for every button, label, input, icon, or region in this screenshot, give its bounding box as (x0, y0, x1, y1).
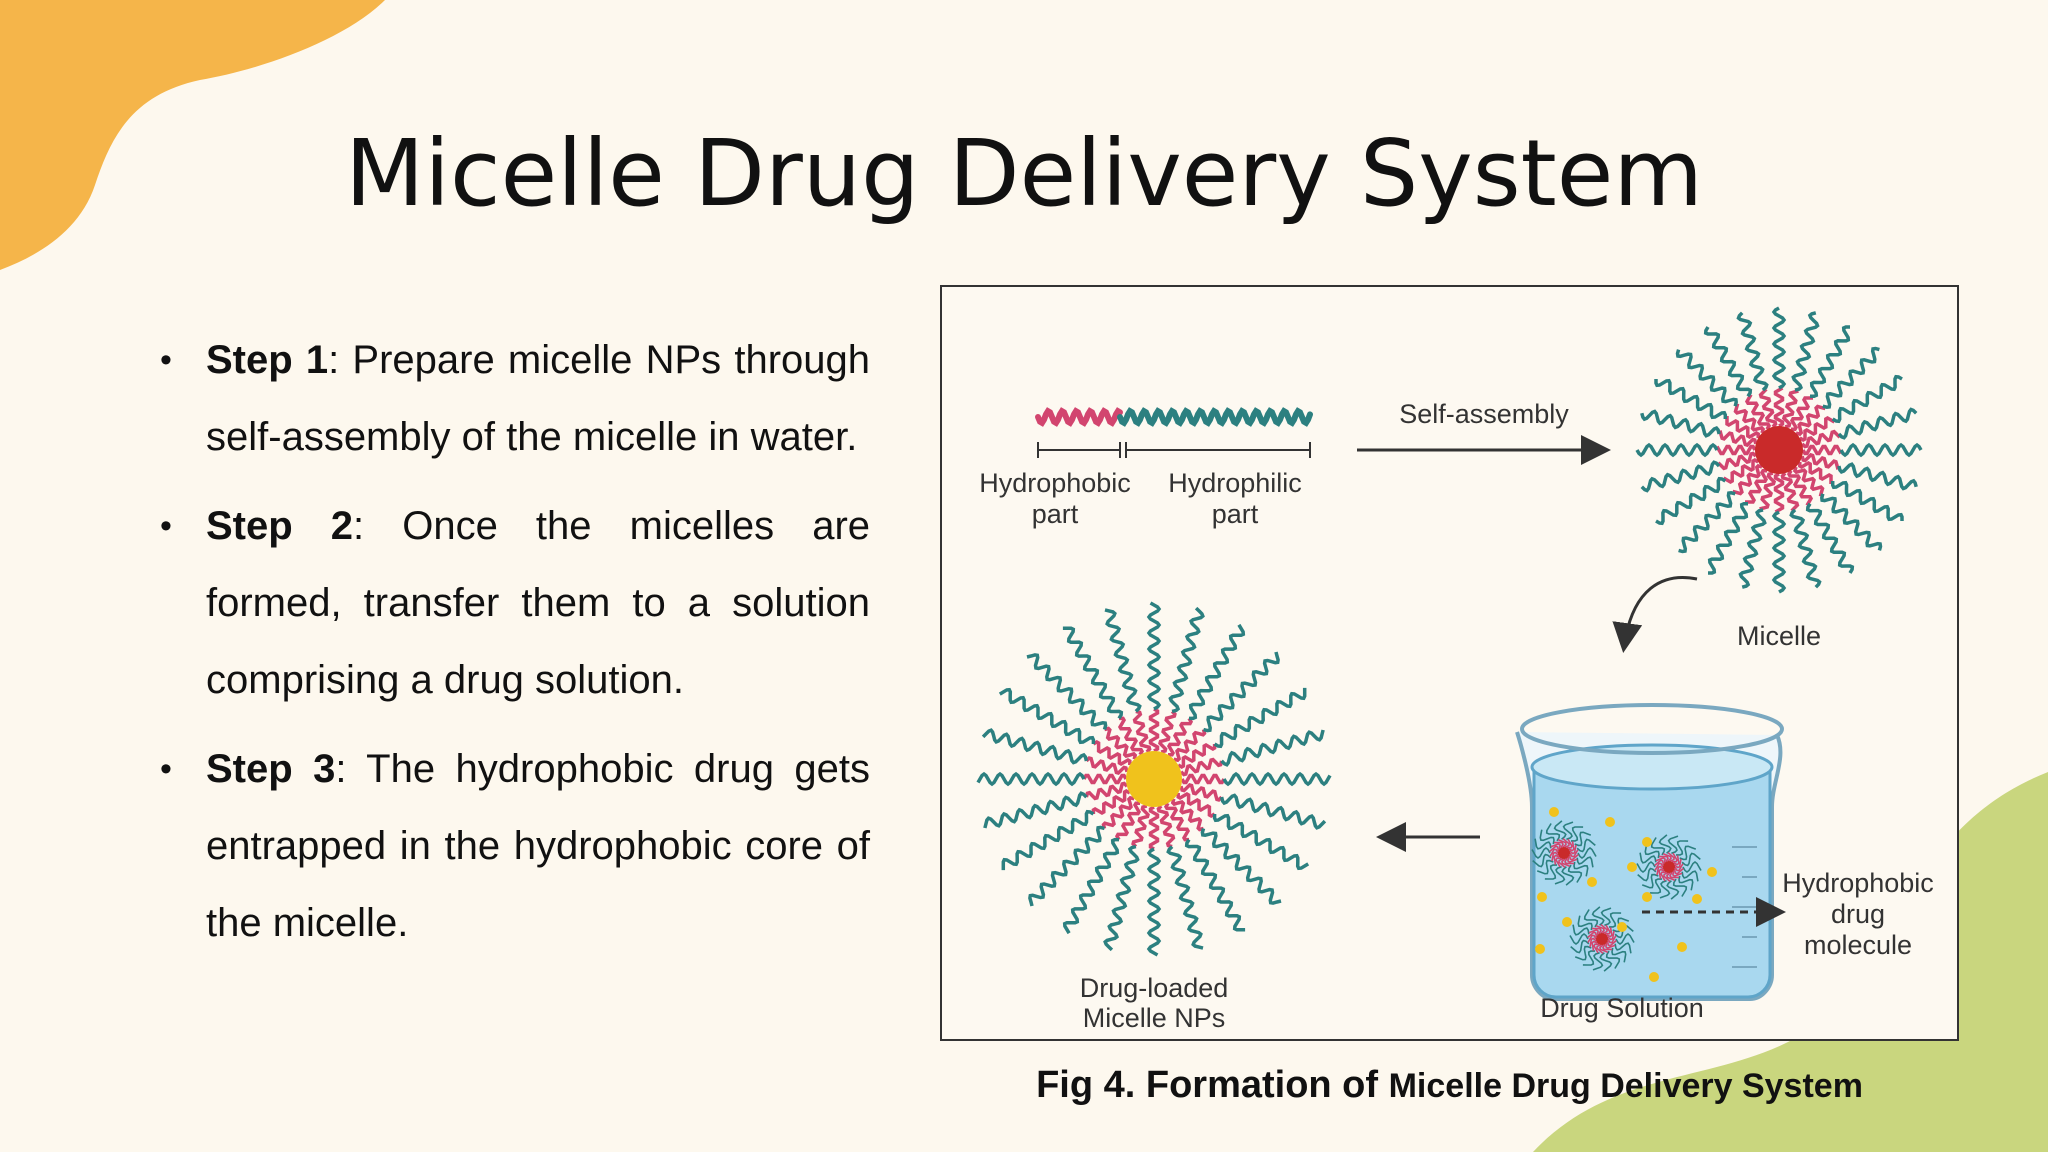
step-3-text: : The hydrophobic drug gets entrapped in… (206, 747, 870, 945)
hydrophobic-drug-label-3: molecule (1804, 930, 1912, 960)
hydrophobic-part-label-2: part (1032, 499, 1079, 529)
figure-caption: Fig 4. Formation of Micelle Drug Deliver… (940, 1064, 1959, 1107)
step-2-label: Step 2 (206, 504, 354, 548)
step-1-label: Step 1 (206, 338, 329, 382)
micelle-illustration (1635, 306, 1923, 594)
hydrophilic-part-label-1: Hydrophilic (1168, 468, 1302, 498)
drug-loaded-label-1: Drug-loaded (1080, 973, 1229, 1003)
beaker-illustration (1515, 703, 1784, 1001)
steps-list: • Step 1: Prepare micelle NPs through se… (160, 322, 870, 974)
step-2-item: • Step 2: Once the micelles are formed, … (160, 504, 871, 702)
slide-title: Micelle Drug Delivery System (345, 120, 1703, 227)
orange-corner-blob (0, 0, 385, 270)
hydrophobic-drug-label-1: Hydrophobic (1782, 868, 1934, 898)
micelle-formation-figure: Hydrophobic part Hydrophilic part Self-a… (940, 285, 1959, 1041)
step-2-text: : Once the micelles are formed, transfer… (206, 504, 871, 702)
step-1-text: : Prepare micelle NPs through self-assem… (206, 338, 870, 459)
caption-suffix: Micelle Drug Delivery System (1388, 1067, 1863, 1105)
micelle-label: Micelle (1737, 621, 1821, 651)
green-corner-blob (1533, 772, 2048, 1152)
self-assembly-label: Self-assembly (1399, 399, 1569, 429)
step-3-item: • Step 3: The hydrophobic drug gets entr… (160, 747, 870, 945)
transfer-arrow (1612, 576, 1698, 653)
caption-prefix: Fig 4. Formation of (1036, 1064, 1389, 1106)
drug-loaded-label-2: Micelle NPs (1083, 1003, 1226, 1033)
drug-loaded-micelle-illustration (976, 601, 1332, 957)
drug-solution-label: Drug Solution (1540, 993, 1704, 1023)
surfactant-molecule (1035, 407, 1313, 427)
step-1-item: • Step 1: Prepare micelle NPs through se… (160, 338, 870, 459)
step-3-label: Step 3 (206, 747, 336, 791)
part-brackets (1037, 442, 1311, 458)
hydrophobic-part-label-1: Hydrophobic (979, 468, 1131, 498)
hydrophilic-part-label-2: part (1212, 499, 1259, 529)
hydrophobic-drug-label-2: drug (1831, 899, 1885, 929)
